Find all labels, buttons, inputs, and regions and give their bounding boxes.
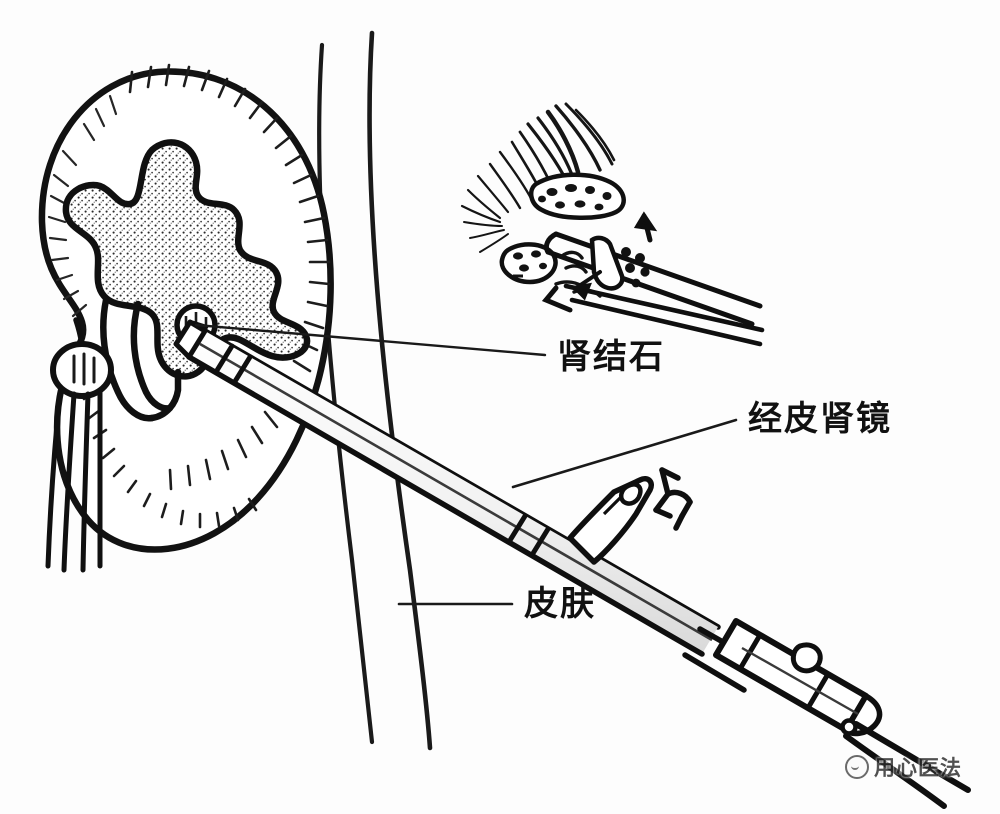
irrigation-side-port (567, 467, 693, 565)
stone-fragment-upper-mottle (538, 184, 612, 211)
label-skin: 皮肤 (524, 584, 596, 624)
light-cable (840, 718, 971, 809)
hilum-vessels (45, 317, 114, 573)
renal-collecting-system (62, 139, 311, 380)
stone-fragment-lower-mottle (513, 250, 547, 278)
leader-scope (511, 418, 738, 489)
inset-scope-inner (563, 283, 765, 347)
leader-stone (194, 323, 547, 357)
renal-pelvis-neck-inner (130, 300, 174, 412)
renal-pelvis-neck (100, 296, 156, 422)
inset-scope-collar (589, 235, 625, 291)
cable-connector (840, 718, 858, 736)
label-percutaneous-nephroscope: 经皮肾镜 (748, 399, 892, 439)
inset-scope-ports (621, 247, 650, 288)
label-kidney-stone: 肾结石 (557, 337, 665, 377)
stopcock-handle (653, 467, 693, 531)
watermark: 用心医法 (845, 752, 962, 782)
watermark-text: 用心医法 (874, 756, 962, 780)
side-port-mouth (618, 482, 643, 506)
inset-scope-sheath (543, 231, 763, 327)
inset-arrows (570, 211, 658, 301)
leader-lines (194, 323, 738, 606)
watermark-logo-icon (845, 755, 869, 779)
inset-calyx-detail (460, 102, 765, 347)
scope-shaft-bands (213, 343, 551, 558)
nephroscope (173, 303, 971, 809)
scope-shaft-lower-edge (186, 354, 705, 657)
scope-shaft-body (189, 331, 718, 654)
focus-knob (790, 642, 823, 674)
scope-shaft-inner-line (199, 342, 713, 642)
